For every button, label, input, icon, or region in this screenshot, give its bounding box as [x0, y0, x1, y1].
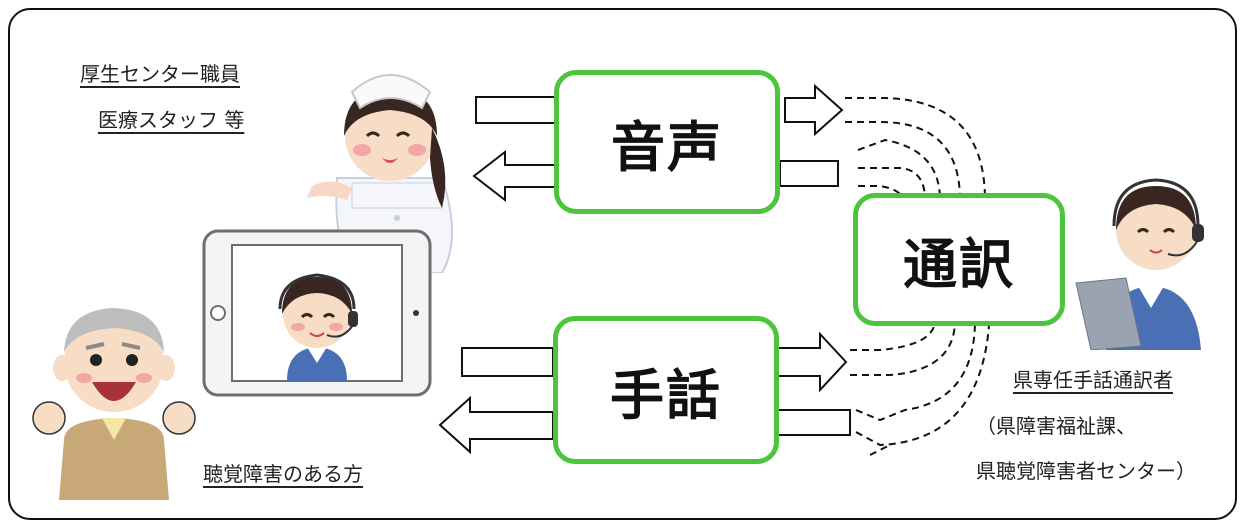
dashed-sign-connectors: [850, 299, 991, 456]
arrow-left-sign-to-user: [438, 395, 554, 455]
arrow-left-voice-to-staff: [472, 149, 557, 203]
arrow-right-user-to-sign: [461, 347, 554, 377]
voice-box: 音声: [554, 70, 780, 214]
sign-box: 手話: [553, 316, 779, 464]
interpret-box: 通訳: [853, 193, 1065, 326]
interpreter-org-line1: （県障害福祉課、: [976, 414, 1136, 438]
dashed-voice-connectors: [845, 97, 986, 206]
arrow-line-voice-in: [779, 160, 839, 187]
staff-label-line1: 厚生センター職員: [80, 62, 240, 86]
staff-label-line2: 医療スタッフ 等: [98, 108, 245, 132]
arrow-right-voice-out: [784, 83, 844, 137]
arrow-line-sign-in: [775, 409, 851, 436]
voice-box-label: 音声: [611, 115, 723, 179]
arrow-right-staff-to-voice: [475, 96, 557, 124]
sign-box-label: 手話: [610, 363, 722, 427]
hearing-impaired-label: 聴覚障害のある方: [203, 462, 363, 486]
interpret-box-label: 通訳: [903, 233, 1015, 296]
interpreter-illustration: [1075, 178, 1204, 350]
elderly-man-illustration: [32, 308, 196, 500]
interpreter-org-line2: 県聴覚障害者センター）: [976, 459, 1196, 483]
diagram-frame: [8, 8, 1237, 520]
tablet-illustration: [202, 229, 432, 397]
arrow-right-sign-out: [777, 331, 848, 393]
interpreter-label: 県専任手話通訳者: [1013, 368, 1173, 392]
